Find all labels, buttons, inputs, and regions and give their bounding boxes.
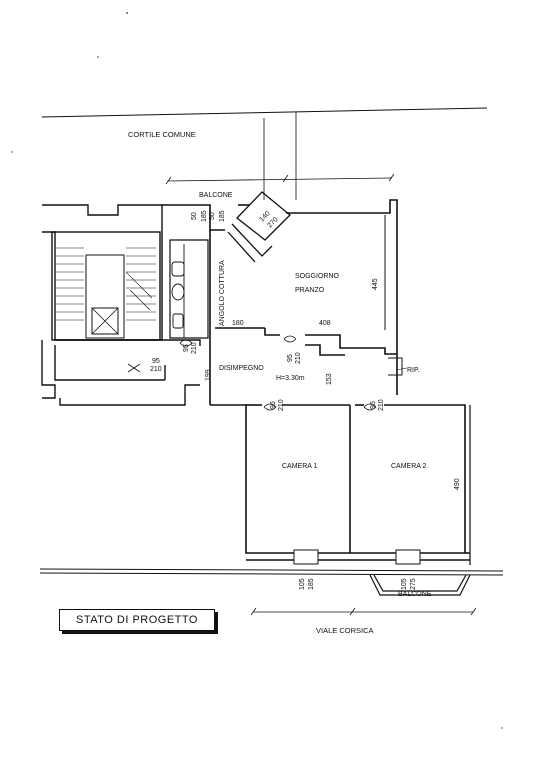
bedroom-2-label: CAMERA 2 [391, 463, 427, 470]
dim-199: 199 [205, 369, 212, 381]
window-c1-height: 185 [308, 578, 315, 590]
dim-445: 445 [372, 278, 379, 290]
dim-180: 180 [232, 320, 244, 327]
dim-50-a: 50 [191, 212, 198, 220]
street-line [39, 568, 504, 576]
living-label-1: SOGGIORNO [295, 273, 340, 280]
dim-490: 490 [454, 478, 461, 490]
street-label: VIALE CORSICA [316, 626, 374, 635]
storage-leader [395, 367, 408, 371]
door-hall-height: 210 [295, 352, 302, 364]
living-label-2: PRANZO [295, 287, 325, 294]
apartment-walls [162, 199, 471, 565]
dim-185-b: 185 [219, 210, 226, 222]
window-c2-height: 275 [410, 578, 417, 590]
dim-153: 153 [326, 373, 333, 385]
top-boundary-line [41, 107, 488, 118]
scan-specks [11, 12, 503, 729]
storage-label: RIP. [407, 367, 420, 374]
door-bath-width: 95 [183, 344, 190, 352]
window-blocks [293, 549, 421, 565]
bathroom-fixtures [171, 244, 185, 338]
stairwell [41, 204, 201, 399]
door-c1-height: 210 [278, 399, 285, 411]
dim-408: 408 [319, 320, 331, 327]
window-c2-width: 105 [401, 578, 408, 590]
door-hall-width: 95 [287, 354, 294, 362]
bottom-dimension-line [250, 607, 477, 616]
plan-title: STATO DI PROGETTO [59, 609, 215, 631]
bottom-balcony [369, 574, 471, 596]
dim-50-b: 50 [209, 212, 216, 220]
kitchen-label: ANGOLO COTTURA [219, 260, 226, 326]
landing-walls [59, 365, 200, 406]
top-balcony [227, 191, 291, 263]
courtyard-label: CORTILE COMUNE [128, 130, 196, 139]
dim-185-a: 185 [201, 210, 208, 222]
door-bath-height: 210 [191, 342, 198, 354]
door-entry-height: 210 [150, 366, 162, 373]
bottom-balcony-label: BALCONE [398, 591, 432, 598]
door-c2-height: 210 [378, 399, 385, 411]
door-swings [127, 335, 377, 411]
window-c1-width: 105 [299, 578, 306, 590]
top-dimension-line [165, 112, 395, 200]
door-entry-width: 95 [152, 358, 160, 365]
top-balcony-label: BALCONE [199, 192, 233, 199]
height-label: H=3.30m [276, 375, 305, 382]
hall-label: DISIMPEGNO [219, 365, 264, 372]
bedroom-1-label: CAMERA 1 [282, 463, 318, 470]
door-c2-width: 95 [370, 401, 377, 409]
door-c1-width: 95 [270, 401, 277, 409]
